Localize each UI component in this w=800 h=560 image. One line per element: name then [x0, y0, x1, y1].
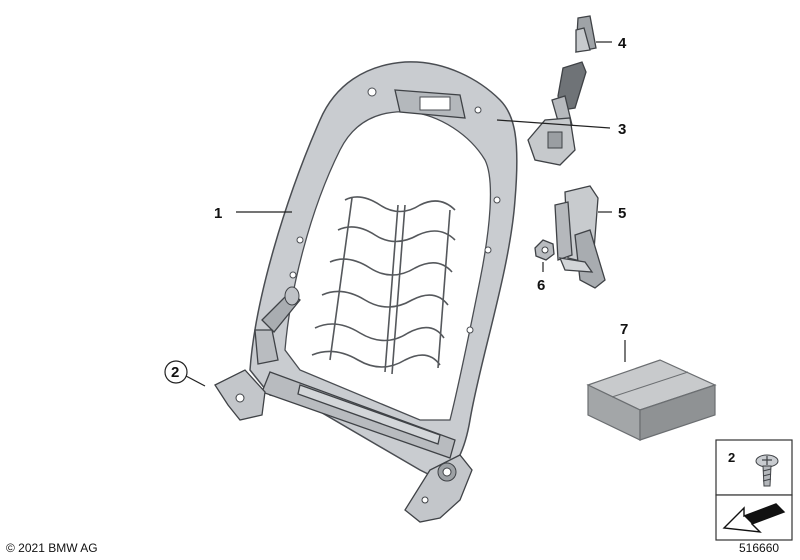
callout-2[interactable]: 2 — [171, 364, 179, 381]
callout-6[interactable]: 6 — [537, 277, 545, 294]
backrest-frame[interactable] — [214, 61, 518, 523]
legend-item-number: 2 — [728, 450, 735, 465]
arrow-icon — [722, 503, 786, 533]
guide-mechanism[interactable] — [527, 61, 587, 166]
package-box[interactable] — [586, 359, 717, 441]
adjuster-unit[interactable] — [554, 185, 606, 289]
cover-cap[interactable] — [575, 15, 597, 53]
leader-2 — [185, 375, 206, 387]
leader-3 — [496, 119, 611, 129]
copyright-text: © 2021 BMW AG — [6, 541, 98, 555]
callout-5[interactable]: 5 — [618, 205, 626, 222]
nut[interactable] — [534, 239, 555, 261]
callout-2-circle — [164, 360, 188, 384]
callout-3[interactable]: 3 — [618, 121, 626, 138]
callout-7[interactable]: 7 — [620, 321, 628, 338]
callout-1[interactable]: 1 — [214, 205, 222, 222]
image-number: 516660 — [739, 541, 780, 555]
fastener-legend: 2 — [715, 439, 793, 541]
screw-icon — [755, 454, 779, 487]
callout-4[interactable]: 4 — [618, 35, 627, 52]
